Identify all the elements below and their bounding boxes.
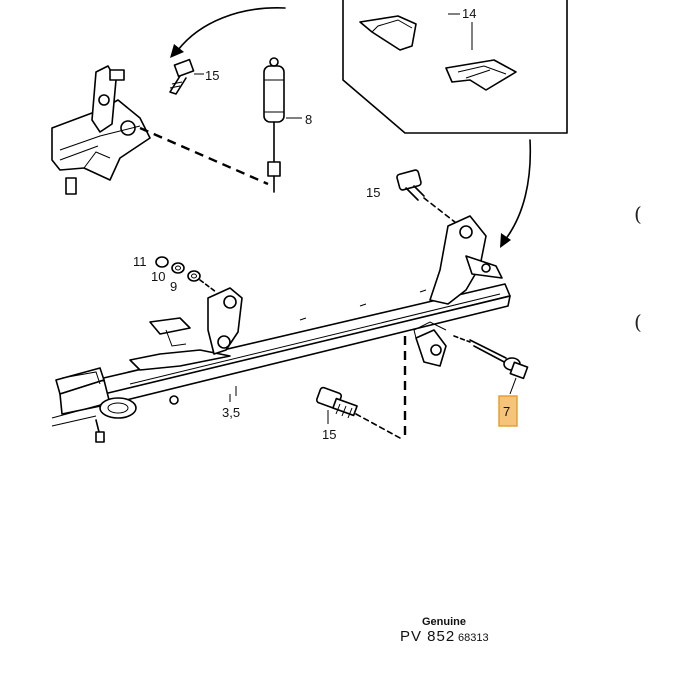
label-14: 14 [462, 6, 476, 21]
washers-9-10-11 [155, 256, 217, 293]
label-11: 11 [133, 254, 147, 269]
dash-top [139, 126, 269, 186]
label-8: 8 [305, 112, 312, 127]
rear-bracket [413, 215, 503, 367]
label-7: 7 [503, 404, 510, 419]
middle-bracket [149, 287, 243, 355]
bolt-15-mid [396, 169, 425, 201]
label-15-bottom: 15 [322, 427, 336, 442]
bolt-15-bottom [315, 386, 358, 419]
edge-mark-1: ( [634, 202, 642, 226]
label-3-5: 3,5 [222, 405, 240, 420]
genuine-label: Genuine [422, 616, 467, 628]
bolt-7 [453, 335, 529, 380]
upper-left-bracket [51, 65, 151, 195]
bolt-15-top [169, 58, 195, 95]
label-9: 9 [170, 279, 177, 294]
part-number-prefix: PV 852 [400, 628, 456, 645]
part-14-lower [445, 59, 517, 91]
inset-box: 14 [342, 0, 568, 134]
arrow-right [500, 139, 532, 248]
seat-rail-frame [51, 283, 511, 443]
arrow-top-left [170, 7, 286, 58]
label-15-top: 15 [205, 68, 219, 83]
label-7-highlight [498, 395, 518, 427]
label-10: 10 [151, 269, 165, 284]
part-number-suffix: 68313 [458, 632, 489, 644]
gas-strut-8 [263, 57, 285, 193]
edge-mark-2: ( [634, 310, 642, 334]
label-15-mid: 15 [366, 185, 380, 200]
part-14-upper [359, 15, 417, 51]
